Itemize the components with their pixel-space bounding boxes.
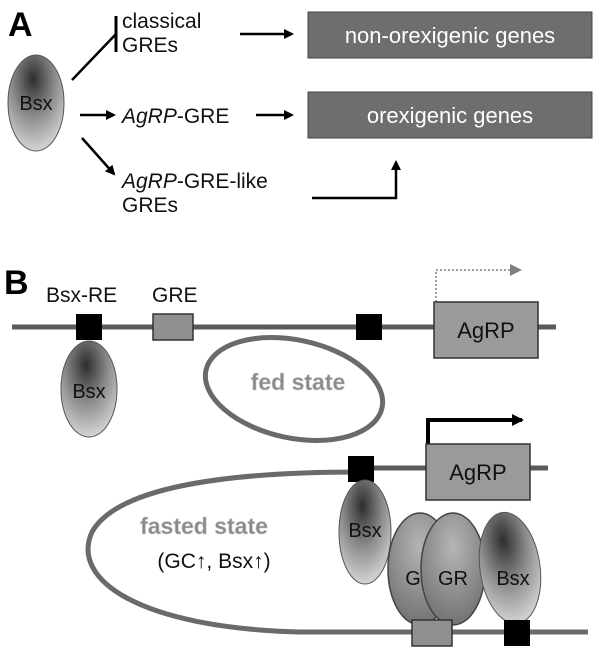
agrp-like-to-orex-arrow [312, 160, 401, 200]
agrp-gene-box-fed [433, 301, 539, 359]
fed-state-label: fed state [251, 369, 346, 395]
classical-label-line1: classical [122, 10, 201, 33]
bsx-label-fasted-right: Bsx [496, 568, 529, 590]
non-orexigenic-box [307, 11, 593, 59]
panel-a: A Bsx classical GREs non-orexigenic gene… [7, 6, 593, 217]
bsx-oval-a [7, 54, 65, 152]
agrp-label-fed: AgRP [457, 318, 514, 343]
gr-label-front: GR [438, 568, 468, 590]
orexigenic-label: orexigenic genes [367, 103, 533, 128]
gr-label-back: G [405, 568, 421, 590]
bsx-to-agrp-like-arrow [81, 137, 116, 176]
panel-b: B Bsx-RE GRE AgRP Bsx fed state AgRP [4, 264, 588, 647]
black-site-fasted-bottom [504, 620, 530, 646]
fasted-state-label: fasted state [140, 513, 268, 539]
agrp-gre-like-label: AgRP-GRE-like [120, 170, 268, 193]
agrp-gene-box-fasted [425, 443, 531, 501]
fasted-state-sub: (GC↑, Bsx↑) [157, 550, 270, 573]
panel-a-letter: A [8, 6, 33, 44]
panel-b-letter: B [4, 264, 29, 302]
agrp-gre-like-label-line2: GREs [122, 194, 178, 217]
transcription-arrow-fasted [426, 414, 524, 444]
bsx-oval-fed [60, 340, 118, 438]
black-site-fasted-top [348, 456, 374, 482]
fed-state-loop [202, 335, 386, 443]
gre-label: GRE [152, 284, 198, 307]
inhibition-line [71, 33, 117, 81]
bsx-oval-fasted-left [338, 479, 392, 585]
classical-label-line2: GREs [122, 34, 178, 57]
bsx-re-label: Bsx-RE [46, 284, 117, 307]
bsx-label-fasted-left: Bsx [348, 520, 381, 542]
non-orexigenic-label: non-orexigenic genes [345, 23, 555, 48]
agrp-gre-label: AgRP-GRE [120, 105, 229, 128]
bsx-label-fed: Bsx [72, 381, 105, 403]
orexigenic-box [307, 91, 593, 139]
fasted-state-loop [85, 469, 588, 635]
bsx-label-a: Bsx [19, 93, 52, 115]
gre-site-fasted [411, 619, 453, 647]
bsx-re-site-fed [76, 314, 102, 340]
agrp-label-fasted: AgRP [449, 460, 506, 485]
transcription-arrow-fed [435, 264, 522, 302]
gre-site-fed [152, 313, 194, 341]
black-site-fed [356, 314, 382, 340]
